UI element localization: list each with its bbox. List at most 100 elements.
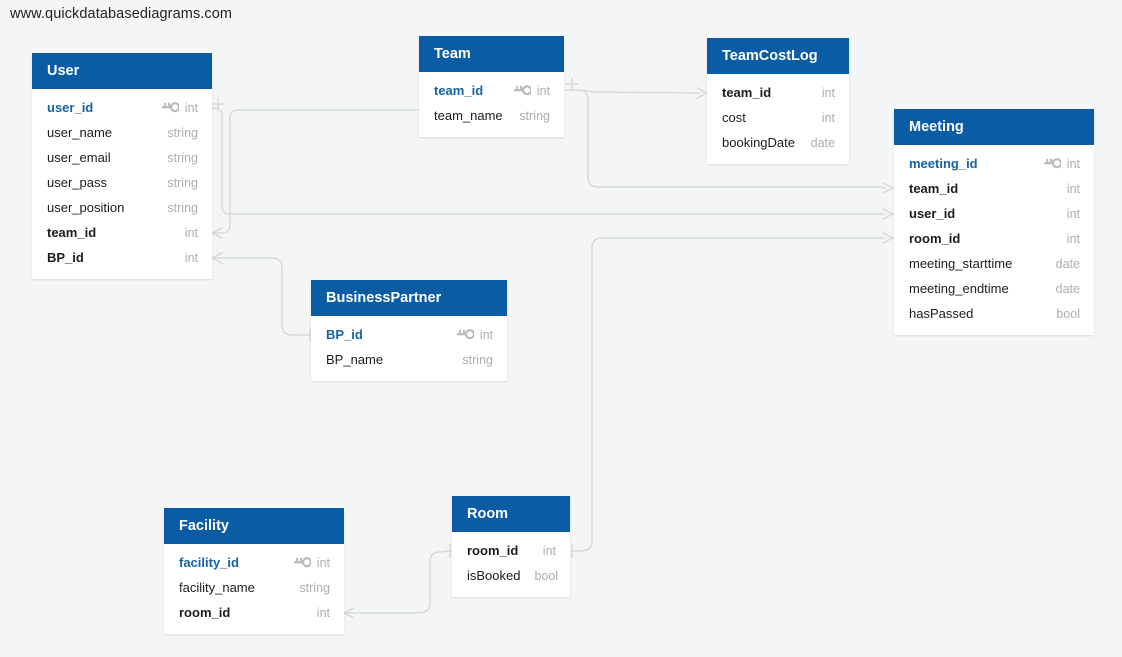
field-row[interactable]: BP_name string (311, 347, 507, 372)
field-type: int (316, 605, 330, 620)
field-row[interactable]: team_id int (894, 176, 1094, 201)
field-type: int (1066, 206, 1080, 221)
field-name: team_id (47, 225, 97, 240)
link-facility-room (343, 550, 451, 614)
field-row[interactable]: room_id int (164, 600, 344, 625)
key-icon (513, 85, 531, 97)
crowsfoot-teamcostlog-team (696, 87, 708, 99)
field-row[interactable]: facility_name string (164, 575, 344, 600)
entity-teamcostlog[interactable]: TeamCostLog team_id int cost int booking… (707, 38, 849, 164)
crowsfoot-meeting-user (882, 208, 894, 220)
entity-teamcostlog-title: TeamCostLog (707, 38, 849, 74)
entity-team-title: Team (419, 36, 564, 72)
field-type: string (167, 175, 198, 190)
field-name: isBooked (467, 568, 521, 583)
field-type: int (821, 110, 835, 125)
field-type: date (810, 135, 835, 150)
field-row[interactable]: BP_id int (311, 322, 507, 347)
field-type: int (542, 543, 556, 558)
entity-meeting[interactable]: Meeting meeting_id int team_id int user_… (894, 109, 1094, 335)
field-row[interactable]: user_position string (32, 195, 212, 220)
field-row[interactable]: cost int (707, 105, 849, 130)
field-type: int (536, 83, 550, 98)
link-user-businesspartner (211, 257, 311, 336)
field-type: int (1066, 156, 1080, 171)
field-row[interactable]: team_id int (32, 220, 212, 245)
field-row[interactable]: user_pass string (32, 170, 212, 195)
crowsfoot-user-businesspartner (211, 252, 223, 264)
field-row[interactable]: team_id int (419, 78, 564, 103)
entity-businesspartner-fields: BP_id int BP_name string (311, 316, 507, 381)
field-type: bool (534, 568, 559, 583)
field-name: team_id (434, 83, 484, 98)
field-type: string (299, 580, 330, 595)
entity-user-fields: user_id int user_name string user_email … (32, 89, 212, 279)
entity-facility[interactable]: Facility facility_id int facility_name s… (164, 508, 344, 634)
field-name: meeting_starttime (909, 256, 1013, 271)
field-row[interactable]: user_email string (32, 145, 212, 170)
entity-team-fields: team_id int team_name string (419, 72, 564, 137)
field-name: meeting_id (909, 156, 978, 171)
field-name: facility_id (179, 555, 239, 570)
entity-meeting-fields: meeting_id int team_id int user_id int r… (894, 145, 1094, 335)
entity-meeting-title: Meeting (894, 109, 1094, 145)
field-row[interactable]: user_id int (32, 95, 212, 120)
one-marker-team (211, 97, 225, 111)
entity-room-title: Room (452, 496, 570, 532)
field-type: int (316, 555, 330, 570)
link-team-teamcostlog (565, 89, 701, 94)
field-type: string (462, 352, 493, 367)
field-type: int (821, 85, 835, 100)
key-icon (161, 102, 179, 114)
field-name: user_id (47, 100, 94, 115)
field-type: int (184, 100, 198, 115)
field-row[interactable]: user_id int (894, 201, 1094, 226)
field-row[interactable]: meeting_endtime date (894, 276, 1094, 301)
entity-teamcostlog-fields: team_id int cost int bookingDate date (707, 74, 849, 164)
entity-team[interactable]: Team team_id int team_name string (419, 36, 564, 137)
field-name: team_name (434, 108, 503, 123)
field-type: int (1066, 181, 1080, 196)
entity-user[interactable]: User user_id int user_name string user_e… (32, 53, 212, 279)
field-name: user_position (47, 200, 125, 215)
field-type: int (1066, 231, 1080, 246)
field-row[interactable]: hasPassed bool (894, 301, 1094, 326)
field-type: int (184, 250, 198, 265)
crowsfoot-user-team (211, 227, 223, 239)
key-icon (456, 329, 474, 341)
field-name: user_name (47, 125, 113, 140)
field-row[interactable]: team_name string (419, 103, 564, 128)
crowsfoot-facility-room (343, 607, 355, 619)
field-row[interactable]: room_id int (894, 226, 1094, 251)
field-name: user_pass (47, 175, 107, 190)
field-row[interactable]: BP_id int (32, 245, 212, 270)
entity-room[interactable]: Room room_id int isBooked bool (452, 496, 570, 597)
entity-facility-title: Facility (164, 508, 344, 544)
field-type: string (167, 200, 198, 215)
entity-facility-fields: facility_id int facility_name string roo… (164, 544, 344, 634)
field-row[interactable]: user_name string (32, 120, 212, 145)
field-type: int (479, 327, 493, 342)
key-icon (1043, 158, 1061, 170)
field-name: room_id (467, 543, 519, 558)
entity-businesspartner[interactable]: BusinessPartner BP_id int BP_name string (311, 280, 507, 381)
field-name: facility_name (179, 580, 255, 595)
field-name: room_id (909, 231, 961, 246)
field-name: team_id (722, 85, 772, 100)
field-row[interactable]: room_id int (452, 538, 570, 563)
crowsfoot-meeting-team (882, 182, 894, 194)
field-row[interactable]: isBooked bool (452, 563, 570, 588)
field-name: BP_id (326, 327, 363, 342)
field-name: meeting_endtime (909, 281, 1009, 296)
link-room-meeting (571, 237, 886, 552)
field-row[interactable]: meeting_id int (894, 151, 1094, 176)
field-row[interactable]: bookingDate date (707, 130, 849, 155)
field-row[interactable]: facility_id int (164, 550, 344, 575)
field-name: BP_id (47, 250, 84, 265)
key-icon (293, 557, 311, 569)
field-row[interactable]: meeting_starttime date (894, 251, 1094, 276)
field-type: date (1055, 281, 1080, 296)
field-name: bookingDate (722, 135, 795, 150)
field-row[interactable]: team_id int (707, 80, 849, 105)
